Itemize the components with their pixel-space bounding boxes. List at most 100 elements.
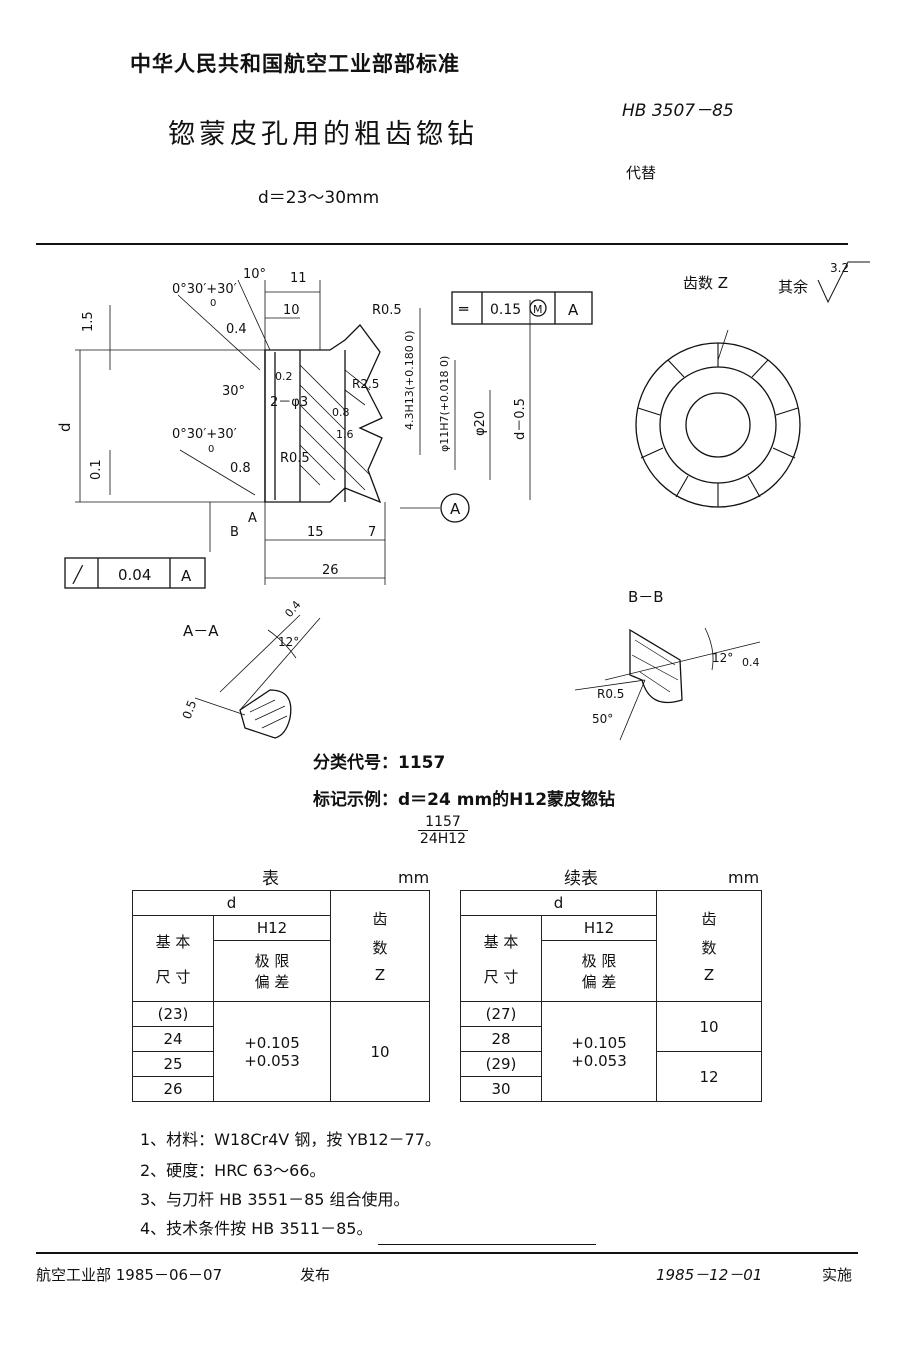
- notes-end-rule: [378, 1244, 596, 1245]
- dim-0-8-left: 0.8: [230, 461, 251, 476]
- dim-10: 10: [283, 303, 300, 318]
- dim-angle-10: 10°: [243, 267, 266, 282]
- marking-example: 标记示例：d＝24 mm的H12蒙皮锪钻: [313, 790, 616, 810]
- table-left-limit-word: 极 限: [254, 952, 290, 970]
- note-1: 1、材料：W18Cr4V 钢，按 YB12－77。: [140, 1130, 441, 1149]
- table-left: d 齿 数 Z 基 本 尺 寸 H12 极 限 偏 差 (23) +0.105 …: [132, 890, 430, 1102]
- dim-7: 7: [368, 525, 376, 540]
- table-right-limit-word: 极 限: [581, 952, 617, 970]
- table-right-size-word: 尺 寸: [483, 967, 519, 986]
- dim-angle-top: 0°30′+30′: [172, 282, 237, 297]
- size-range: d＝23～30mm: [258, 188, 380, 208]
- standard-code: HB 3507－85: [622, 101, 734, 121]
- technical-drawing: 0°30′+30′ 0 10° 11 10 R0.5 1.5 0.4 30° 0…: [56, 261, 870, 741]
- table-left-basic-word: 基 本: [155, 932, 191, 951]
- table-left-h-h12: H12: [213, 915, 331, 941]
- rest-roughness-label: 其余: [778, 278, 808, 296]
- dim-1-5: 1.5: [81, 311, 96, 332]
- table-row: (27): [460, 1001, 542, 1027]
- table-left-z-word: Z: [374, 966, 386, 984]
- table-left-unit: mm: [398, 868, 430, 887]
- section-mark-b: B: [230, 525, 239, 540]
- footer-issuer: 航空工业部 1985－06－07: [36, 1266, 223, 1284]
- table-right-z2: 12: [656, 1051, 762, 1102]
- note-4: 4、技术条件按 HB 3511－85。: [140, 1219, 373, 1238]
- table-right-caption: 续表: [564, 869, 598, 889]
- rest-roughness-value: 3.2: [830, 261, 849, 275]
- dim-angle-mid: 0°30′+30′: [172, 427, 237, 442]
- document-title: 锪蒙皮孔用的粗齿锪钻: [168, 119, 478, 150]
- tol-low-value: 0.04: [118, 566, 151, 584]
- tol-top-symbol: ═: [458, 300, 469, 318]
- table-right-deviation: +0.105 +0.053: [541, 1001, 657, 1102]
- table-right-count-word: 数: [701, 939, 717, 957]
- table-right-dev-word: 偏 差: [581, 973, 617, 991]
- table-row: 28: [460, 1026, 542, 1052]
- table-left-count-word: 数: [372, 939, 388, 957]
- table-left-h-basic: 基 本 尺 寸: [132, 915, 214, 1002]
- dim-15: 15: [307, 525, 324, 540]
- table-left-h-teeth: 齿 数 Z: [330, 890, 430, 1002]
- header-organization: 中华人民共和国航空工业部部标准: [130, 52, 460, 76]
- table-left-h-d: d: [132, 890, 331, 916]
- table-right-h-basic: 基 本 尺 寸: [460, 915, 542, 1002]
- tol-top-modifier: M: [533, 303, 543, 316]
- dim-r05-low: R0.5: [280, 451, 310, 466]
- tol-low-symbol: ╱: [72, 565, 84, 584]
- dim-angle-30: 30°: [222, 384, 245, 399]
- table-left-h-limit: 极 限 偏 差: [213, 940, 331, 1002]
- footer-issued: 发布: [300, 1266, 331, 1284]
- dim-bore-tol: φ11H7(+0.018 0): [438, 356, 451, 452]
- section-bb-radius: R0.5: [597, 687, 624, 701]
- dim-0-4: 0.4: [226, 322, 247, 337]
- dim-slot-tol: 4.3H13(+0.180 0): [403, 330, 416, 430]
- surface-08: 0.8: [332, 406, 350, 419]
- section-aa-dim-04: 0.4: [282, 598, 303, 620]
- section-aa-dim-05: 0.5: [180, 698, 200, 721]
- dim-11: 11: [290, 271, 307, 286]
- footer-rule: [36, 1252, 858, 1254]
- table-row: 26: [132, 1076, 214, 1102]
- table-left-caption: 表: [262, 869, 279, 889]
- table-left-deviation: +0.105 +0.053: [213, 1001, 331, 1102]
- table-right-basic-word: 基 本: [483, 932, 519, 951]
- dim-d-minus: d－0.5: [513, 398, 528, 440]
- table-left-dev-word: 偏 差: [254, 973, 290, 991]
- table-right-h-teeth: 齿 数 Z: [656, 890, 762, 1002]
- classification-code: 分类代号：1157: [313, 753, 446, 773]
- table-row: (29): [460, 1051, 542, 1077]
- table-right-h-h12: H12: [541, 915, 657, 941]
- footer-effective-date: 1985－12－01: [656, 1266, 763, 1284]
- table-row: 25: [132, 1051, 214, 1077]
- surface-16: 1.6: [336, 428, 354, 441]
- dim-angle-mid-sub: 0: [208, 444, 214, 455]
- header-rule: [36, 243, 848, 245]
- dim-0-1: 0.1: [89, 459, 104, 480]
- table-right-teeth-word: 齿: [701, 910, 717, 928]
- table-row: (23): [132, 1001, 214, 1027]
- section-bb-dim-04: 0.4: [742, 656, 760, 669]
- table-left-size-word: 尺 寸: [155, 967, 191, 986]
- note-2: 2、硬度：HRC 63～66。: [140, 1161, 326, 1180]
- note-3: 3、与刀杆 HB 3551－85 组合使用。: [140, 1190, 410, 1209]
- dim-r215: R2.5: [352, 377, 379, 391]
- section-bb-title: B－B: [628, 588, 664, 606]
- table-left-teeth-word: 齿: [372, 910, 388, 928]
- datum-a-label: A: [450, 500, 461, 518]
- marking-denominator: 24H12: [419, 831, 467, 847]
- dim-d: d: [56, 422, 74, 432]
- footer-effective: 实施: [822, 1266, 853, 1284]
- table-row: 24: [132, 1026, 214, 1052]
- section-bb-angle-50: 50°: [592, 712, 613, 726]
- table-left-z: 10: [330, 1001, 430, 1102]
- dim-chamfer-02: 0.2: [275, 370, 293, 383]
- dim-holes: 2－φ3: [270, 395, 308, 410]
- section-aa-angle: 12°: [278, 635, 299, 649]
- replaces-label: 代替: [626, 164, 657, 182]
- dim-r05-top: R0.5: [372, 303, 402, 318]
- table-right-z-word: Z: [703, 966, 715, 984]
- section-mark-a: A: [248, 511, 257, 526]
- table-right-h-limit: 极 限 偏 差: [541, 940, 657, 1002]
- section-aa-title: A－A: [183, 622, 219, 640]
- table-right-z1: 10: [656, 1001, 762, 1052]
